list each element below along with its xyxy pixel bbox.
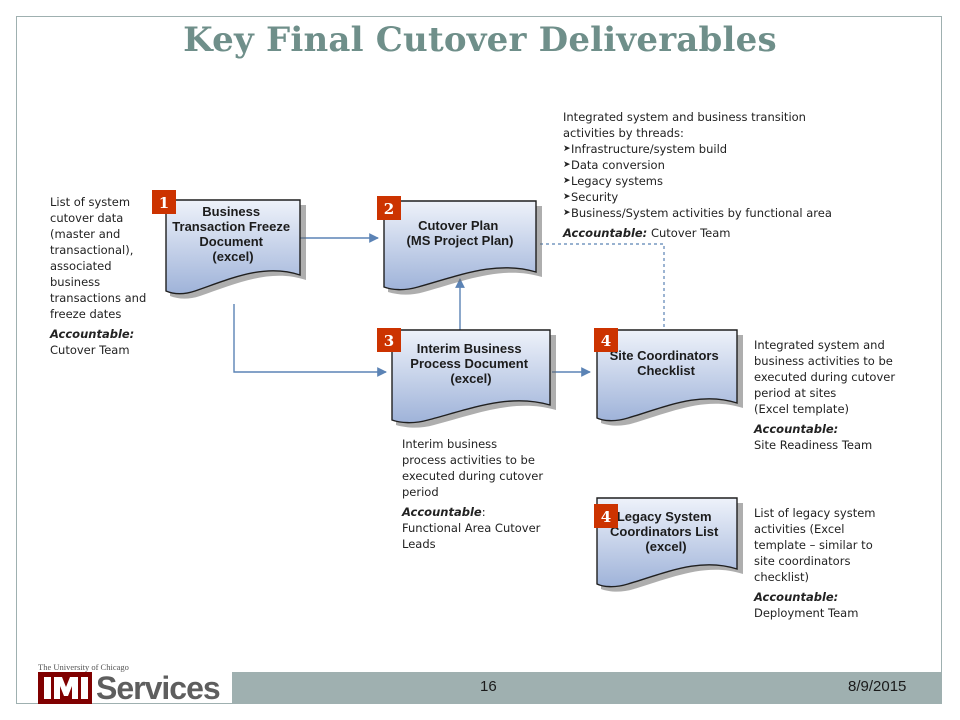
slide-date: 8/9/2015 [848,678,907,695]
badge [594,504,618,528]
logo-services-text: Services [96,670,221,706]
footer-bar [232,672,942,704]
thread-item: ➤Security [563,190,619,204]
accountable-label: Accountable: [50,327,135,341]
badge-number: 4 [601,508,611,526]
badge [377,196,401,220]
note-line: transactions and [50,291,147,305]
accountable-colon: : [481,505,486,519]
thread-item: ➤Data conversion [563,158,665,172]
connector-cutover-plan-to-site-checklist [540,243,665,330]
note-line: Integrated system and business transitio… [563,110,806,124]
thread-item: ➤Business/System activities by functiona… [563,206,832,220]
note-line: checklist) [754,570,810,584]
arrow-bullet-icon: ➤ [563,160,571,170]
arrow-bullet-icon: ➤ [563,208,571,218]
note-line: activities (Excel [754,522,845,536]
it-services-logo: The University of Chicago Services [34,660,234,704]
accountable-line: Accountable: [402,504,582,520]
note-line: business activities to be [754,354,893,368]
accountable-value: Cutover Team [650,226,731,240]
badge-number: 3 [384,332,394,350]
note-line: site coordinators [754,554,851,568]
note-line: transactional), [50,243,134,257]
note-line: activities by threads: [563,126,684,140]
note-line: (Excel template) [754,402,850,416]
accountable-value: Functional Area Cutover [402,521,541,535]
accountable-value: Deployment Team [754,606,859,620]
arrow-bullet-icon: ➤ [563,192,571,202]
document-cutover-plan: Cutover Plan (MS Project Plan) 2 [377,196,542,295]
arrow-bullet-icon: ➤ [563,176,571,186]
document-transaction-freeze: Business Transaction Freeze Document (ex… [152,190,306,299]
note-line: executed during cutover [754,370,896,384]
accountable-value: Cutover Team [50,343,130,357]
note-line: business [50,275,101,289]
badge-number: 4 [601,332,611,350]
note-line: cutover data [50,211,124,225]
note-cutover-plan: Integrated system and business transitio… [563,109,903,241]
accountable-value: Site Readiness Team [754,438,873,452]
badge-number: 2 [384,200,394,218]
accountable-line: Accountable: Cutover Team [563,225,903,241]
badge-number: 1 [159,194,169,212]
thread-item: ➤Legacy systems [563,174,663,188]
badge [377,328,401,352]
note-line: period at sites [754,386,837,400]
note-line: template – similar to [754,538,873,552]
page-number: 16 [480,678,497,695]
note-line: List of system [50,195,131,209]
note-site-checklist: Integrated system and business activitie… [754,337,934,453]
badge [594,328,618,352]
note-line: freeze dates [50,307,122,321]
connector-freeze-to-interim [233,304,387,377]
document-site-coordinators-checklist: Site Coordinators Checklist 4 [594,328,743,426]
note-line: associated [50,259,112,273]
document-legacy-system-coordinators: Legacy System Coordinators List (excel) … [594,497,743,592]
doc-label: Business Transaction Freeze Document (ex… [172,204,293,264]
note-legacy: List of legacy system activities (Excel … [754,505,934,621]
accountable-label: Accountable: [754,422,839,436]
document-interim-business-process: Interim Business Process Document (excel… [377,328,556,428]
note-line: executed during cutover [402,469,544,483]
accountable-value: Leads [402,537,436,551]
badge [152,190,176,214]
note-line: process activities to be [402,453,535,467]
slide-title: Key Final Cutover Deliverables [183,20,777,60]
note-transaction-freeze: List of system cutover data (master and … [50,194,164,358]
doc-label: Interim Business Process Document (excel… [410,341,531,386]
note-interim: Interim business process activities to b… [402,436,582,552]
note-line: period [402,485,439,499]
thread-list: ➤Infrastructure/system build ➤Data conve… [563,141,903,221]
accountable-label: Accountable: [563,226,648,240]
logo-university-text: The University of Chicago [38,662,129,672]
arrow-bullet-icon: ➤ [563,144,571,154]
thread-item: ➤Infrastructure/system build [563,142,728,156]
doc-label: Legacy System Coordinators List (excel) [610,509,722,554]
accountable-label: Accountable: [754,590,839,604]
note-line: Integrated system and [754,338,885,352]
note-line: Interim business [402,437,498,451]
it-logo-mark-icon [38,672,92,704]
doc-label: Cutover Plan (MS Project Plan) [407,218,514,248]
note-line: List of legacy system [754,506,876,520]
note-line: (master and [50,227,121,241]
accountable-label: Accountable [402,505,482,519]
doc-label: Site Coordinators Checklist [610,348,723,378]
